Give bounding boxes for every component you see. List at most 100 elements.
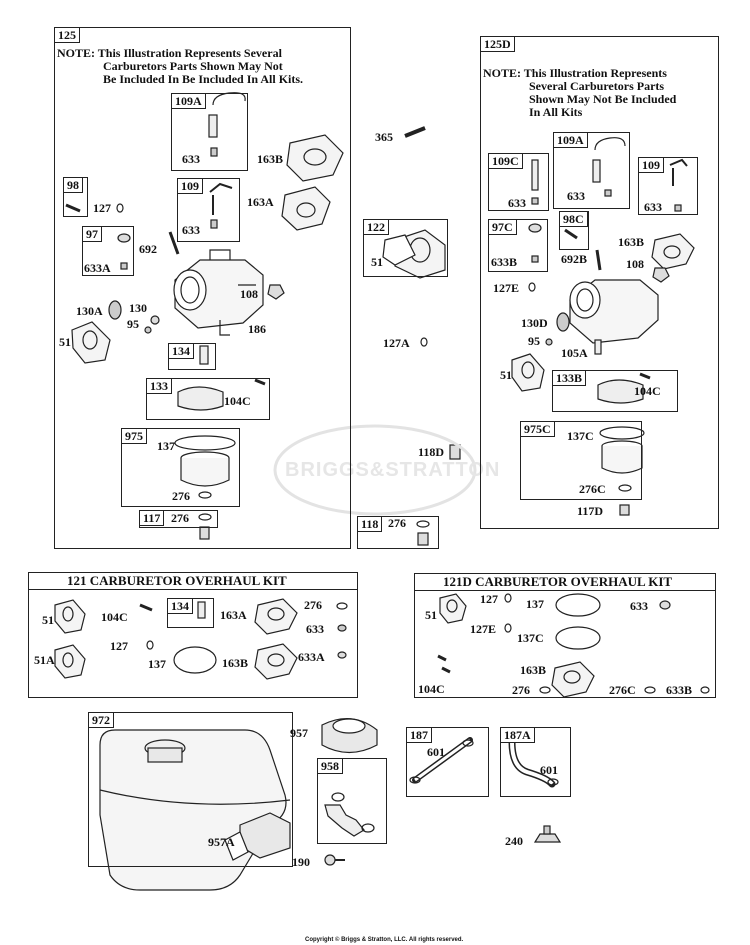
note-125-line-1: NOTE: This Illustration Represents Sever… (57, 46, 282, 60)
kit121D-label-137: 137 (526, 597, 544, 611)
label-127A: 127A (383, 336, 410, 350)
part-box-97: 97 (82, 226, 134, 276)
label-601-187A: 601 (540, 763, 558, 777)
label-633-109-d: 633 (644, 200, 662, 214)
label-601-187: 601 (427, 745, 445, 759)
tag-98: 98 (63, 177, 83, 193)
label-130D: 130D (521, 316, 548, 330)
part-box-109-d: 109 (638, 157, 698, 215)
kit121-label-51A: 51A (34, 653, 55, 667)
kit121-label-163A: 163A (220, 608, 247, 622)
label-108: 108 (240, 287, 258, 301)
kit121-label-633: 633 (306, 622, 324, 636)
label-51: 51 (59, 335, 71, 349)
part-box-122: 122 (363, 219, 448, 277)
part-box-118: 118 (357, 516, 439, 549)
kit121D-label-127: 127 (480, 592, 498, 606)
label-957: 957 (290, 726, 308, 740)
part-box-133: 133 (146, 378, 270, 420)
kit121D-label-104C: 104C (418, 682, 445, 696)
part-box-958: 958 (317, 758, 387, 844)
note-125-line-3: Be Included In Be Included In All Kits. (103, 72, 304, 86)
tag-975: 975 (121, 428, 147, 444)
label-137: 137 (157, 439, 175, 453)
label-240: 240 (505, 834, 523, 848)
part-box-133B: 133B (552, 370, 678, 412)
tag-98C: 98C (559, 211, 588, 227)
part-box-109C: 109C (488, 153, 549, 211)
kit121D-label-276: 276 (512, 683, 530, 697)
note-125D-line-4: In All Kits (529, 105, 583, 119)
kit121-label-127: 127 (110, 639, 128, 653)
note-125D-line-1: NOTE: This Illustration Represents (483, 66, 667, 80)
label-105A: 105A (561, 346, 588, 360)
kit-121-title: 121 CARBURETOR OVERHAUL KIT (29, 573, 357, 590)
label-276-118: 276 (388, 516, 406, 530)
tag-97C: 97C (488, 219, 517, 235)
part-box-117: 117 (139, 510, 218, 528)
tag-958: 958 (317, 758, 343, 774)
label-104C: 104C (224, 394, 251, 408)
label-163B-d: 163B (618, 235, 645, 249)
label-633-109A: 633 (182, 152, 200, 166)
tag-187A: 187A (500, 727, 535, 743)
label-130A: 130A (76, 304, 103, 318)
label-276-117: 276 (171, 511, 189, 525)
part-box-187: 187 (406, 727, 489, 797)
part-box-97C: 97C (488, 219, 548, 272)
label-276C: 276C (579, 482, 606, 496)
label-95: 95 (127, 317, 139, 331)
kit121-label-163B: 163B (222, 656, 249, 670)
part-box-972: 972 (88, 712, 293, 867)
label-108-d: 108 (626, 257, 644, 271)
tag-134: 134 (168, 343, 194, 359)
box-125: 125 NOTE: This Illustration Represents S… (54, 27, 351, 549)
box-125D-tag: 125D (480, 36, 515, 52)
tag-117: 117 (139, 510, 165, 526)
label-130: 130 (129, 301, 147, 315)
label-51-122: 51 (371, 255, 383, 269)
label-127: 127 (93, 201, 111, 215)
note-125D: NOTE: This Illustration Represents Sever… (483, 67, 676, 119)
label-365: 365 (375, 130, 393, 144)
kit121-label-51: 51 (42, 613, 54, 627)
label-95-d: 95 (528, 334, 540, 348)
label-163B: 163B (257, 152, 284, 166)
label-118D: 118D (418, 445, 445, 459)
part-box-109A-d: 109A (553, 132, 630, 209)
kit121D-label-633: 633 (630, 599, 648, 613)
note-125D-line-2: Several Carburetors Parts (529, 79, 665, 93)
part-box-109: 109 (177, 178, 240, 242)
label-692: 692 (139, 242, 157, 256)
kit121D-label-163B: 163B (520, 663, 547, 677)
tag-97: 97 (82, 226, 102, 242)
kit121D-label-51: 51 (425, 608, 437, 622)
label-117D: 117D (577, 504, 604, 518)
kit121D-label-127E: 127E (470, 622, 497, 636)
tag-109-d: 109 (638, 157, 664, 173)
kit-121-box: 121 CARBURETOR OVERHAUL KIT (28, 572, 358, 698)
tag-118: 118 (357, 516, 383, 532)
label-633A: 633A (84, 261, 111, 275)
label-186: 186 (248, 322, 266, 336)
part-box-134-kit: 134 (167, 598, 214, 628)
tag-133B: 133B (552, 370, 587, 386)
label-104C-d: 104C (634, 384, 661, 398)
tag-972: 972 (88, 712, 114, 728)
label-163A: 163A (247, 195, 274, 209)
label-692B: 692B (561, 252, 588, 266)
part-box-187A: 187A (500, 727, 571, 797)
box-125D: 125D NOTE: This Illustration Represents … (480, 36, 719, 529)
part-box-98C: 98C (559, 211, 589, 250)
kit-121D-title: 121D CARBURETOR OVERHAUL KIT (415, 574, 715, 591)
tag-122: 122 (363, 219, 389, 235)
label-957A: 957A (208, 835, 235, 849)
label-633-109: 633 (182, 223, 200, 237)
tag-109A: 109A (171, 93, 206, 109)
copyright-text: Copyright © Briggs & Stratton, LLC. All … (305, 937, 464, 943)
kit121D-label-633B: 633B (666, 683, 693, 697)
tag-133: 133 (146, 378, 172, 394)
box-125-tag: 125 (54, 27, 80, 43)
tag-187: 187 (406, 727, 432, 743)
